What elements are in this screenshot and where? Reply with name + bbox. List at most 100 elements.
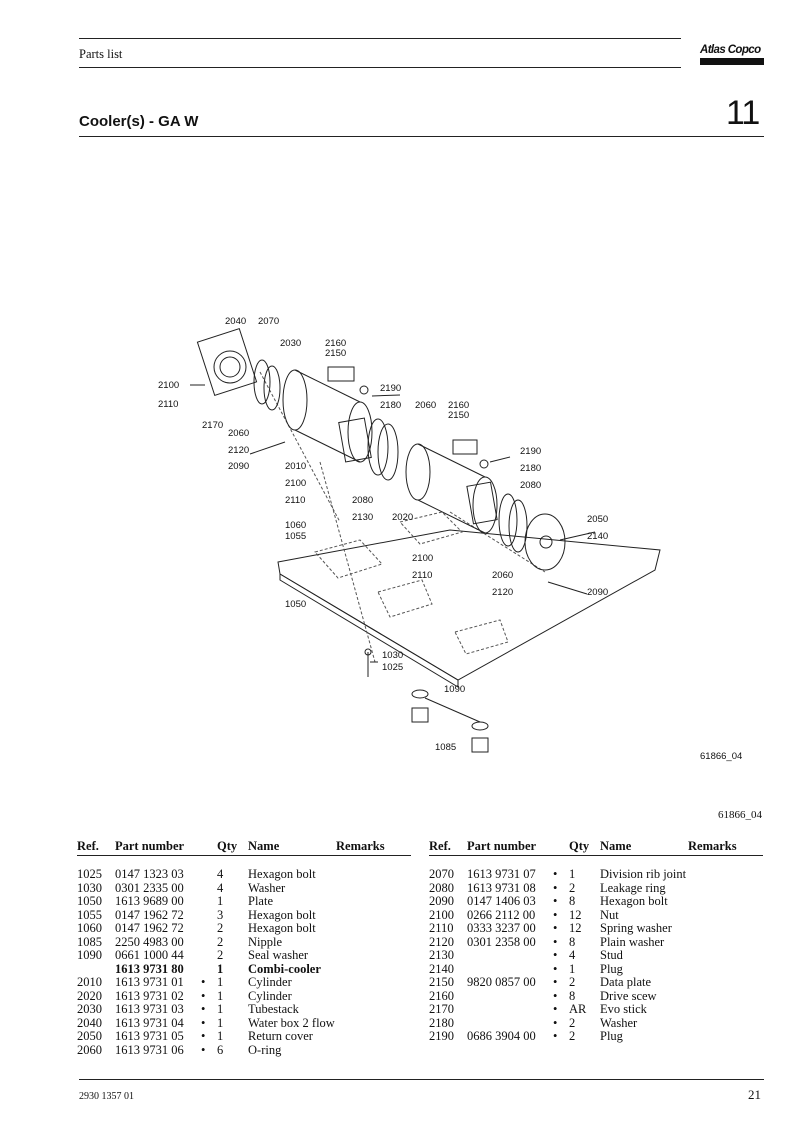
qty-cell: 12 (569, 907, 582, 922)
part-number-cell: 0147 1962 72 (115, 907, 184, 922)
bullet-cell: • (201, 1002, 206, 1016)
name-cell: Hexagon bolt (248, 867, 316, 881)
part-number-cell: 1613 9731 07 (467, 867, 536, 881)
table-header: Ref. Part number Qty Name Remarks (77, 839, 411, 856)
qty-cell: 4 (217, 880, 224, 895)
bullet-cell: • (553, 1029, 558, 1043)
part-number-cell: 1613 9731 02 (115, 988, 184, 1003)
qty-cell: 8 (569, 894, 576, 908)
qty-cell: 3 (217, 907, 224, 922)
footer-rule (79, 1079, 764, 1080)
callout: 2170 (202, 420, 223, 431)
bullet-cell: • (553, 921, 558, 935)
qty-cell: 2 (569, 880, 576, 895)
name-cell: Plug (600, 961, 623, 976)
part-number-cell: 0301 2358 00 (467, 934, 536, 949)
bullet-cell: • (553, 934, 558, 949)
callout: 2160 (325, 338, 346, 349)
callout: 2100 (158, 380, 179, 391)
figure-code: 61866_04 (718, 809, 762, 821)
name-cell: Division rib joint (600, 867, 687, 881)
callout: 2010 (285, 461, 306, 472)
bullet-cell: • (553, 961, 558, 976)
ref-cell: 2100 (429, 907, 454, 922)
callout: 1030 (382, 650, 403, 661)
ref-cell: 2190 (429, 1029, 454, 1043)
col-qty: Qty (217, 839, 238, 853)
ref-cell: 2150 (429, 975, 454, 989)
callout: 1050 (285, 599, 306, 610)
name-cell: Plate (248, 894, 273, 908)
callout: 2100 (285, 478, 306, 489)
name-cell: Tubestack (248, 1002, 299, 1016)
ref-cell: 2180 (429, 1015, 454, 1030)
callout: 2120 (492, 587, 513, 598)
part-number-cell: 1613 9731 08 (467, 880, 536, 895)
ref-cell: 2090 (429, 894, 454, 908)
callout: 2020 (392, 512, 413, 523)
qty-cell: 2 (569, 1015, 576, 1030)
part-number-cell: 0301 2335 00 (115, 880, 184, 895)
col-remarks: Remarks (688, 839, 737, 853)
qty-cell: 12 (569, 921, 582, 935)
ref-cell: 1090 (77, 948, 102, 962)
bullet-cell: • (201, 1015, 206, 1030)
callout: 2110 (412, 570, 432, 581)
part-number-cell: 1613 9731 01 (115, 975, 184, 989)
callout-labels: 2040 2070 2030 2160 2150 2100 2110 2190 … (158, 316, 742, 762)
ref-cell: 2140 (429, 961, 454, 976)
ref-cell: 1030 (77, 880, 102, 895)
bullet-cell: • (553, 894, 558, 908)
callout: 2140 (587, 531, 608, 542)
table-row: 2090 0147 1406 03 • 8 Hexagon bolt (429, 894, 763, 909)
page-number: 21 (748, 1087, 761, 1102)
qty-cell: 1 (569, 961, 576, 976)
name-cell: Hexagon bolt (600, 894, 668, 908)
qty-cell: 1 (217, 894, 224, 908)
callout: 2110 (158, 399, 178, 410)
name-cell: Evo stick (600, 1002, 647, 1016)
part-number-cell: 0661 1000 44 (115, 948, 184, 962)
name-cell: Washer (600, 1015, 638, 1030)
qty-cell: 6 (217, 1042, 224, 1057)
qty-cell: 2 (569, 975, 576, 989)
ref-cell: 2050 (77, 1029, 102, 1043)
ref-cell: 1055 (77, 907, 102, 922)
callout: 1085 (435, 742, 456, 753)
section-number: 11 (726, 94, 760, 132)
part-number-cell: 0266 2112 00 (467, 907, 536, 922)
name-cell: Stud (600, 948, 623, 962)
bullet-cell: • (553, 975, 558, 989)
qty-cell: 1 (217, 988, 224, 1003)
qty-cell: 8 (569, 988, 576, 1003)
callout: 2080 (520, 480, 541, 491)
name-cell: Hexagon bolt (248, 907, 316, 922)
callout: 2180 (520, 463, 541, 474)
ref-cell: 2130 (429, 948, 454, 962)
col-part-number: Part number (467, 839, 537, 853)
qty-cell: 2 (217, 921, 224, 935)
cooler-drawing: 2040 2070 2030 2160 2150 2100 2110 2190 … (158, 316, 742, 762)
part-number-cell: 0147 1406 03 (467, 894, 536, 908)
name-cell: Cylinder (248, 988, 292, 1003)
col-part-number: Part number (115, 839, 185, 853)
name-cell: Plain washer (600, 934, 665, 949)
bullet-cell: • (201, 975, 206, 989)
atlas-copco-logo: Atlas Copco (700, 44, 761, 56)
